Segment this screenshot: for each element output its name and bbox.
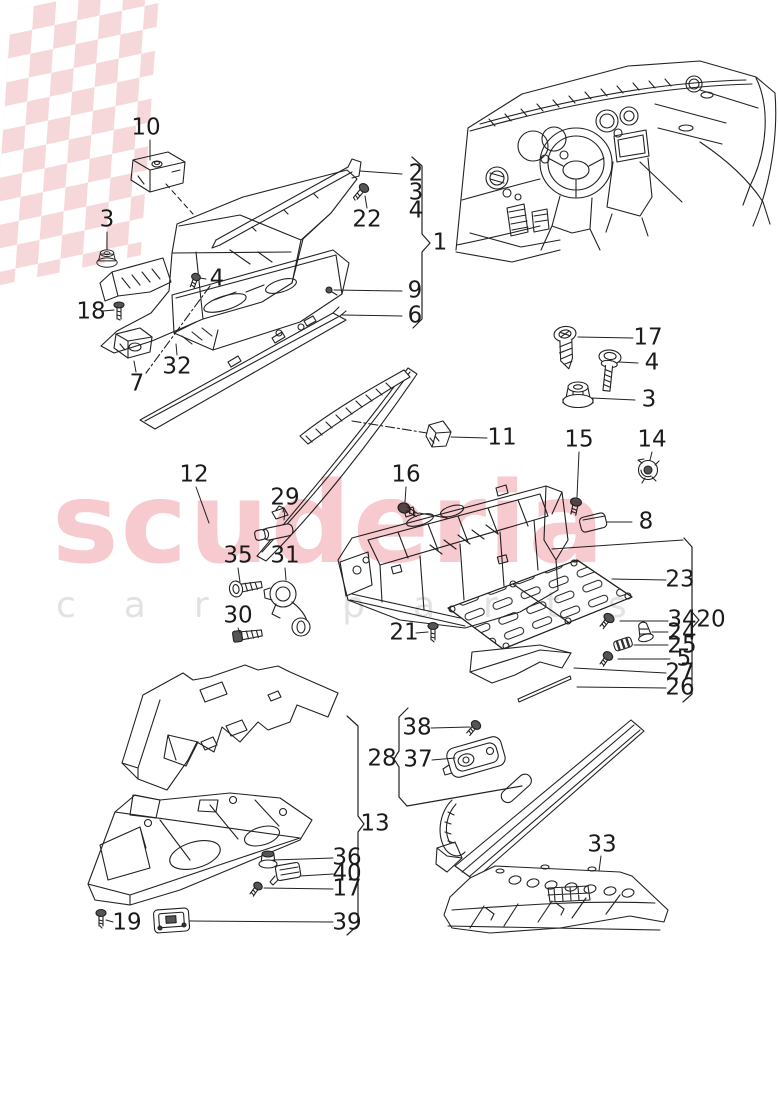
part-label-23[interactable]: 23 [665,566,695,593]
part-label-26[interactable]: 26 [665,674,695,701]
part-label-27[interactable]: 27 [665,659,695,686]
nut-36 [258,850,278,869]
box-32 [171,249,350,351]
screw-16 [397,502,419,518]
part-label-35[interactable]: 35 [223,542,253,569]
part-label-10[interactable]: 10 [131,114,161,141]
grommet-24 [638,621,654,643]
part-label-12[interactable]: 12 [179,461,209,488]
part-label-37[interactable]: 37 [403,746,433,773]
hinge-31 [263,580,311,637]
trim-strip-12 [256,367,418,562]
part-label-7[interactable]: 7 [129,370,145,397]
screw-35 [228,580,263,598]
part-label-20[interactable]: 20 [696,606,726,633]
part-label-17[interactable]: 17 [332,875,362,902]
screw-5 [599,651,614,667]
part-label-40[interactable]: 40 [332,860,362,887]
clip-11 [425,420,452,448]
bolt-4 [598,349,622,392]
group-braces [346,156,700,936]
part-label-30[interactable]: 30 [223,602,253,629]
bracket-7 [113,327,153,359]
part-label-18[interactable]: 18 [76,298,106,325]
clip-25 [613,636,633,652]
pin-9 [325,286,338,296]
lower-trim-panel-33 [443,864,669,934]
part-label-5[interactable]: 5 [676,645,692,672]
latch-39 [152,907,191,934]
underdash-panel-13 [87,792,313,906]
part-label-13[interactable]: 13 [360,810,390,837]
screw-19 [95,908,107,929]
cap-8 [578,512,608,533]
grid-panel-23 [447,559,633,650]
part-label-15[interactable]: 15 [564,426,594,453]
part-label-4[interactable]: 4 [408,197,424,224]
part-label-16[interactable]: 16 [391,461,421,488]
part-label-39[interactable]: 39 [332,909,362,936]
part-label-2[interactable]: 2 [408,160,424,187]
part-label-25[interactable]: 25 [667,632,697,659]
part-label-3[interactable]: 3 [641,386,657,413]
part-label-38[interactable]: 38 [402,714,432,741]
rod-26 [517,675,572,703]
leader-lines [102,139,684,923]
connector-40 [269,861,302,886]
part-label-3[interactable]: 3 [99,206,115,233]
brace-13 [346,715,365,936]
part-label-33[interactable]: 33 [587,831,617,858]
clip-14 [637,458,660,484]
part-label-34[interactable]: 34 [667,606,697,633]
strip-6 [139,306,347,430]
screw-4-middle [189,272,201,289]
part-label-22[interactable]: 22 [352,206,382,233]
part-label-1[interactable]: 1 [432,229,448,256]
part-label-31[interactable]: 31 [270,542,300,569]
part-label-4[interactable]: 4 [644,349,660,376]
part-label-36[interactable]: 36 [332,844,362,871]
screw-34 [599,612,615,630]
part-label-11[interactable]: 11 [487,424,517,451]
part-label-4[interactable]: 4 [209,265,225,292]
screw-21 [427,621,439,643]
part-label-3[interactable]: 3 [408,179,424,206]
part-label-19[interactable]: 19 [112,909,142,936]
part-label-14[interactable]: 14 [637,426,667,453]
insulation-pad [121,664,339,791]
dashboard-thumbnail [455,60,777,263]
glovebox-lid-28 [435,719,645,881]
rail-2 [211,158,362,249]
part-label-29[interactable]: 29 [270,484,300,511]
bracket-27 [469,644,572,684]
part-label-28[interactable]: 28 [367,745,397,772]
screw-17-bottom [249,881,263,897]
part-label-9[interactable]: 9 [407,277,423,304]
screw-38 [466,720,482,737]
part-label-21[interactable]: 21 [389,619,419,646]
screw-15 [570,497,582,516]
screw-22 [352,183,370,201]
part-label-24[interactable]: 24 [667,619,697,646]
part-label-8[interactable]: 8 [638,508,654,535]
part-label-32[interactable]: 32 [162,353,192,380]
part-label-17[interactable]: 17 [633,324,663,351]
cover-body-1 [100,169,358,354]
brace-20 [682,537,700,703]
nut-3-right [562,381,594,409]
brace-1 [411,156,431,329]
part-label-6[interactable]: 6 [407,302,423,329]
brace-28 [393,707,409,807]
upper-cover-assembly [96,151,370,430]
latch-37 [442,736,506,778]
screw-18 [113,301,125,321]
screw-17 [553,325,577,370]
